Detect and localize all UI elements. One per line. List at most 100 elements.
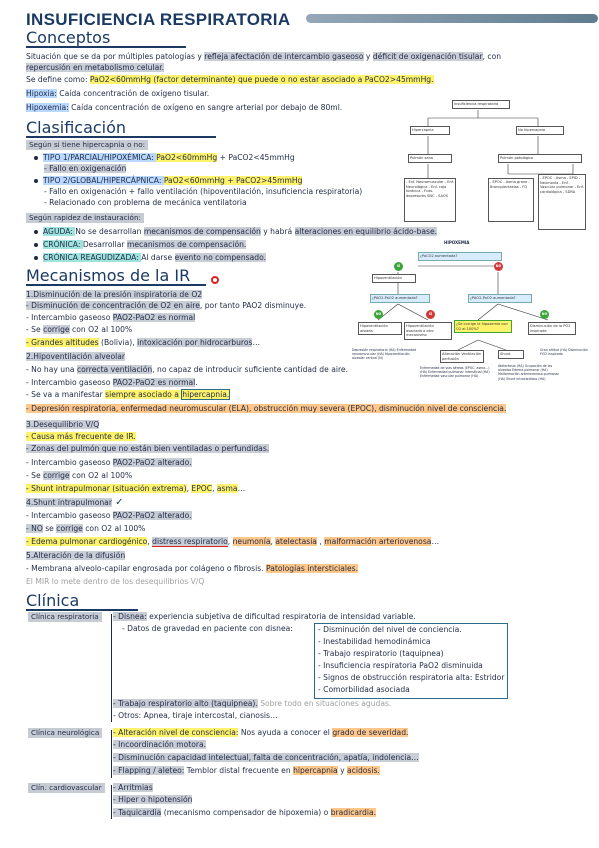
gravedad-item-6: - Comorbilidad asociada <box>318 685 410 694</box>
mec-3-b: - Zonas del pulmón que no están bien ven… <box>26 444 270 453</box>
diagram2-q1: ¿PaCO2 aumentada? <box>418 252 502 261</box>
conceptos-line-1: Situación que se da por múltiples patolo… <box>26 52 502 61</box>
mec-1-b: - Intercambio gaseoso PAO2-PaO2 es norma… <box>26 313 196 322</box>
label-clinica-cardiovascular: Clín. cardiovascular <box>28 783 105 793</box>
tipo-1-line: TIPO 1/PARCIAL/HIPOXÉMICA: PaO2<60mmHg +… <box>34 153 295 164</box>
mec-4-a: - Intercambio gaseoso PAO2-PaO2 alterado… <box>26 511 192 520</box>
tipo-1-sub: - Fallo en oxigenación <box>44 164 127 173</box>
conceptos-line-3: Se define como: PaO2<60mmHg (factor dete… <box>26 75 434 84</box>
label-clinica-neurologica: Clínica neurológica <box>28 728 103 738</box>
red-circle-mark <box>211 276 219 284</box>
mec-2-d: - Depresión respiratoria, enfermedad neu… <box>26 404 507 413</box>
diagram-list-1: - Enf. Neuromuscular - Enf. Neurológica … <box>404 178 456 222</box>
conceptos-line-2: repercusión en metabolismo celular. <box>26 63 165 72</box>
neuro-item-2: - Incoordinación motora. <box>113 740 207 749</box>
diagram2-b4: Disminución de la PO2 inspirada <box>528 322 576 336</box>
diagram2-no-2: NO <box>374 310 383 319</box>
cronica-line: CRÓNICA: Desarrollar mecanismos de compe… <box>34 240 247 251</box>
diagram2-si-1: SÍ <box>394 262 403 271</box>
mec-4-c: - Edema pulmonar cardiogénico, distress … <box>26 537 440 547</box>
reagudizada-line: CRÓNICA REAGUDIZADA: Al darse evento no … <box>34 253 267 264</box>
section-title-clinica: Clínica <box>26 591 80 610</box>
mec-2-b: - Intercambio gaseoso PAO2-PaO2 es norma… <box>26 378 198 387</box>
diagram2-connectors <box>377 265 549 351</box>
classification-diagram: Insuficiencia respiratoria Hipercapnia N… <box>398 96 594 236</box>
hipoxemia-diagram: HIPOXEMIA ¿PaCO2 aumentada? SÍ NO Hipove… <box>348 236 596 392</box>
section-underline <box>26 46 186 48</box>
section-underline <box>26 609 138 611</box>
diagram2-q3: ¿PAO2-PaO2 aumentada? <box>468 294 532 303</box>
mec-2-title: 2.Hipoventilación alveolar <box>26 352 125 361</box>
section-title-conceptos: Conceptos <box>26 28 111 47</box>
conceptos-line-5: Hipoxemia: Caída concentración de oxígen… <box>26 103 343 112</box>
conceptos-line-4: Hipoxia: Caída concentración de oxígeno … <box>26 89 210 98</box>
mec-3-c: - Intercambio gaseoso PAO2-PaO2 alterado… <box>26 458 192 467</box>
mec-5-a: - Membrana alveolo-capilar engrosada por… <box>26 564 359 573</box>
gravedad-item-3: - Trabajo respiratorio (taquipnea) <box>318 649 444 658</box>
section-title-mecanismos: Mecanismos de la IR <box>26 266 191 285</box>
bracket-line-neuro <box>111 730 112 778</box>
diagram2-n3: Atelectasia (HA) Ocupación de los alveol… <box>498 364 559 381</box>
mec-1-d: - Grandes altitudes (Bolivia), intoxicac… <box>26 338 261 347</box>
mec-5-title: 5.Alteración de la difusión <box>26 551 126 560</box>
mec-1-a: - Disminución de concentración de O2 en … <box>26 301 307 310</box>
mec-3-d: - Se corrige con O2 al 100% <box>26 471 133 480</box>
mec-2-c: - Se va a manifestar siempre asociado a … <box>26 389 231 400</box>
cardio-item-3: - Taquicardia (mecanismo compensador de … <box>113 808 377 817</box>
label-rapidez: Según rapidez de instauración: <box>26 213 144 223</box>
diagram2-no-3: NO <box>540 310 549 319</box>
tipo-2-sub-2: - Relacionado con problema de mecánica v… <box>44 198 247 207</box>
diagram2-no-1: NO <box>494 262 503 271</box>
diagram-pulmon-patologico: Pulmón patológico <box>498 154 582 163</box>
label-clinica-respiratoria: Clínica respiratoria <box>28 612 102 622</box>
mec-2-a: - No hay una correcta ventilación, no ca… <box>26 365 348 374</box>
diagram2-q2: ¿PAO2-PaO2 aumentada? <box>370 294 430 303</box>
label-hipercapnia: Según si tiene hipercapnia o no: <box>26 140 149 150</box>
gravedad-item-1: - Disminución del nivel de conciencia. <box>318 625 462 634</box>
page-title: INSUFICIENCIA RESPIRATORIA <box>26 10 291 29</box>
diagram2-title: HIPOXEMIA <box>444 240 470 245</box>
diagram2-n2: Enfermedad de vías aéreas (EPOC, asma...… <box>420 366 490 379</box>
diagram2-c1: Alteración Ventilación perfusión <box>440 350 484 364</box>
diagram-list-2: - EPOC - Asma grave - Bronquiectasias - … <box>488 178 534 222</box>
gravedad-item-5: - Signos de obstrucción respiratoria alt… <box>318 673 505 682</box>
otros-line: - Otros: Apnea, tiraje intercostal, cian… <box>113 711 278 720</box>
diagram-root: Insuficiencia respiratoria <box>452 100 510 109</box>
mec-4-b: - NO se corrige con O2 al 100% <box>26 524 146 533</box>
diagram2-n1: Depresión respiratoria (HA) Enfermedad n… <box>352 348 417 361</box>
mec-1-title: 1.Disminución de la presión inspiratoria… <box>26 290 203 299</box>
mec-4-title: 4.Shunt intrapulmonar ✓ <box>26 497 124 508</box>
diagram2-c2: Shunt <box>498 350 524 359</box>
neuro-item-1: - Alteración nivel de consciencia: Nos a… <box>113 728 409 737</box>
neuro-item-4: - Flapping / aleteo: Temblor distal frec… <box>113 766 380 775</box>
mec-3-e: - Shunt intrapulmonar (situación extrema… <box>26 484 246 493</box>
cardio-item-1: - Arritmias <box>113 783 153 792</box>
gravedad-item-2: - Inestabilidad hemodinámica <box>318 637 431 646</box>
diagram2-b2: Hipoventilación asociada a otro mecanism… <box>404 322 452 340</box>
tipo-2-sub-1: - Fallo en oxigenación + fallo ventilaci… <box>44 187 363 196</box>
diagram-no-hipercapnia: No hipercapnia <box>516 126 564 135</box>
gravedad-label: - Datos de gravedad en paciente con disn… <box>122 624 293 633</box>
gravedad-box <box>314 623 508 699</box>
cardio-item-2: - Hiper o hipotensión <box>113 795 193 804</box>
diagram-hipercapnia: Hipercapnia <box>410 126 450 135</box>
section-underline <box>26 136 216 138</box>
aguda-line: AGUDA: No se desarrollan mecanismos de c… <box>34 227 438 238</box>
mec-3-a: - Causa más frecuente de IR. <box>26 432 136 441</box>
mec-1-c: - Se corrige con O2 al 100% <box>26 325 133 334</box>
mec-3-title: 3.Desequilibrio V/Q <box>26 420 100 429</box>
diagram-list-3: - EPOC - Asma - EPID - Neumonía - Enf. V… <box>538 174 586 230</box>
disnea-line: - Disnea: experiencia subjetiva de dific… <box>113 612 416 621</box>
trabajo-resp-line: - Trabajo respiratorio alto (taquipnea).… <box>113 699 392 708</box>
diagram2-si-2: SÍ <box>426 310 435 319</box>
diagram2-b3: ¿Se corrige la hipoxemia con O2 al 100%? <box>454 320 512 334</box>
bracket-line-cardio <box>111 785 112 819</box>
diagram-pulmon-sano: Pulmón sano <box>408 154 452 163</box>
gravedad-item-4: - Insuficiencia respiratoria PaO2 dismin… <box>318 661 483 670</box>
neuro-item-3: - Disminución capacidad intelectual, fal… <box>113 753 419 762</box>
section-title-clasificacion: Clasificación <box>26 118 127 137</box>
title-bar-decoration <box>306 14 598 23</box>
tipo-2-line: TIPO 2/GLOBAL/HIPERCÁPNICA: PaO2<60mmHg … <box>34 176 303 187</box>
diagram2-n4: Gran altitud (HA) Disminución FiO2 inspi… <box>540 348 588 357</box>
diagram2-hipoventilacion: Hipoventilación <box>372 274 416 283</box>
